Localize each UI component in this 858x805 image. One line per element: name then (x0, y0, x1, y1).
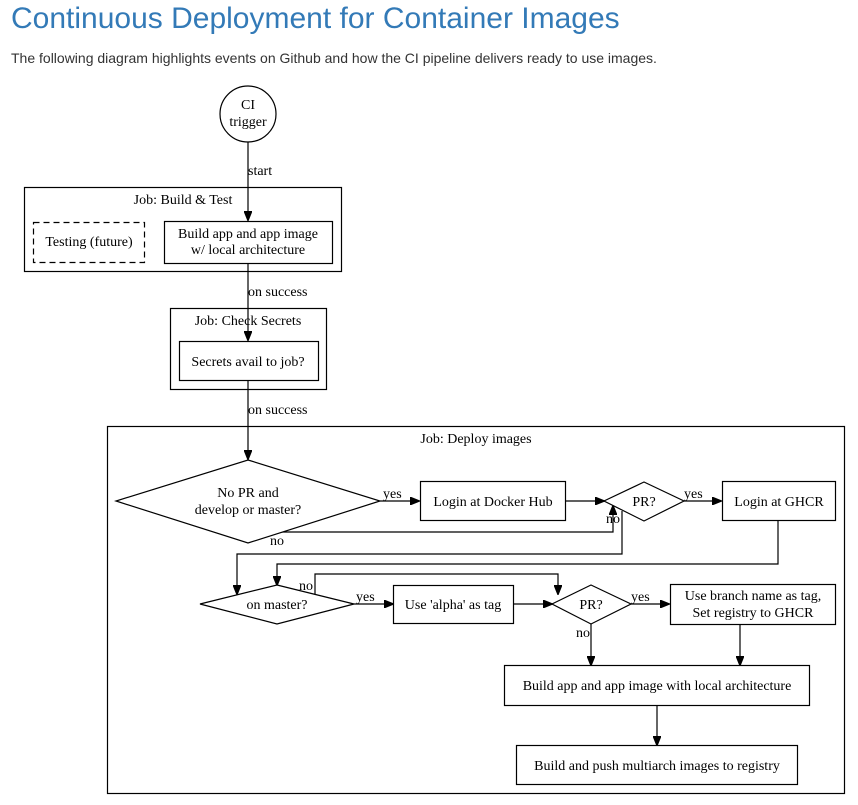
node-build-local-2: Build app and app image with local archi… (503, 664, 811, 707)
node-pr2-decision: PR? (550, 584, 633, 625)
cluster-deploy-images-label: Job: Deploy images (420, 432, 531, 447)
use-alpha-label: Use 'alpha' as tag (405, 598, 501, 613)
node-build-push: Build and push multiarch images to regis… (515, 744, 799, 786)
no-pr-line2: develop or master? (195, 503, 302, 518)
node-branch-tag: Use branch name as tag, Set registry to … (669, 583, 837, 626)
edge-label-on-master-yes: yes (356, 590, 375, 605)
branch-tag-line2: Set registry to GHCR (693, 606, 815, 621)
build-local-line1: Build app and app image (178, 227, 318, 242)
node-pr1-decision: PR? (602, 481, 686, 522)
page-subtitle: The following diagram highlights events … (11, 50, 657, 66)
edge-label-pr2-yes: yes (631, 590, 650, 605)
secrets-label: Secrets avail to job? (191, 355, 304, 370)
edge-label-on-success-2: on success (248, 403, 308, 418)
edge-label-pr2-no: no (576, 626, 590, 641)
pr1-label: PR? (632, 495, 655, 510)
node-login-ghcr: Login at GHCR (721, 480, 837, 522)
no-pr-line1: No PR and (217, 486, 278, 501)
node-secrets: Secrets avail to job? (178, 340, 320, 382)
node-on-master-decision: on master? (199, 584, 355, 625)
node-login-docker-hub: Login at Docker Hub (419, 480, 567, 522)
cluster-deploy-images: Job: Deploy images (106, 425, 846, 795)
branch-tag-line1: Use branch name as tag, (685, 589, 821, 604)
edge-pr1-no (237, 511, 623, 594)
ci-trigger-line2: trigger (229, 115, 267, 130)
edge-label-pr1-yes: yes (684, 487, 703, 502)
build-push-label: Build and push multiarch images to regis… (534, 759, 780, 774)
pr2-label: PR? (579, 598, 602, 613)
node-build-local: Build app and app image w/ local archite… (163, 220, 334, 265)
edges: start on success on success yes no yes n… (237, 142, 779, 745)
edge-on-master-no (314, 573, 558, 594)
edge-ghcr-to-on-master (277, 521, 779, 585)
build-local-line2: w/ local architecture (191, 243, 305, 258)
ci-trigger-line1: CI (241, 98, 255, 113)
node-no-pr-decision: No PR and develop or master? (113, 459, 383, 544)
edge-label-pr1-no: no (606, 512, 620, 527)
node-testing-future: Testing (future) (32, 221, 146, 264)
edge-label-on-success-1: on success (248, 285, 308, 300)
edge-label-on-master-no: no (299, 579, 313, 594)
cluster-build-test: Job: Build & Test (23, 186, 343, 273)
login-ghcr-label: Login at GHCR (734, 495, 824, 510)
on-master-label: on master? (246, 598, 307, 613)
build-local-2-label: Build app and app image with local archi… (523, 679, 792, 694)
edge-label-no-pr-yes: yes (383, 487, 402, 502)
edge-label-no-pr-no: no (270, 534, 284, 549)
cluster-build-test-label: Job: Build & Test (134, 193, 233, 208)
edge-label-start: start (248, 164, 272, 179)
page-title: Continuous Deployment for Container Imag… (11, 2, 620, 35)
testing-future-label: Testing (future) (45, 235, 133, 250)
login-docker-hub-label: Login at Docker Hub (433, 495, 552, 510)
node-ci-trigger: CI trigger (219, 85, 277, 143)
node-use-alpha: Use 'alpha' as tag (392, 584, 515, 625)
edge-no-pr-no (270, 506, 613, 533)
